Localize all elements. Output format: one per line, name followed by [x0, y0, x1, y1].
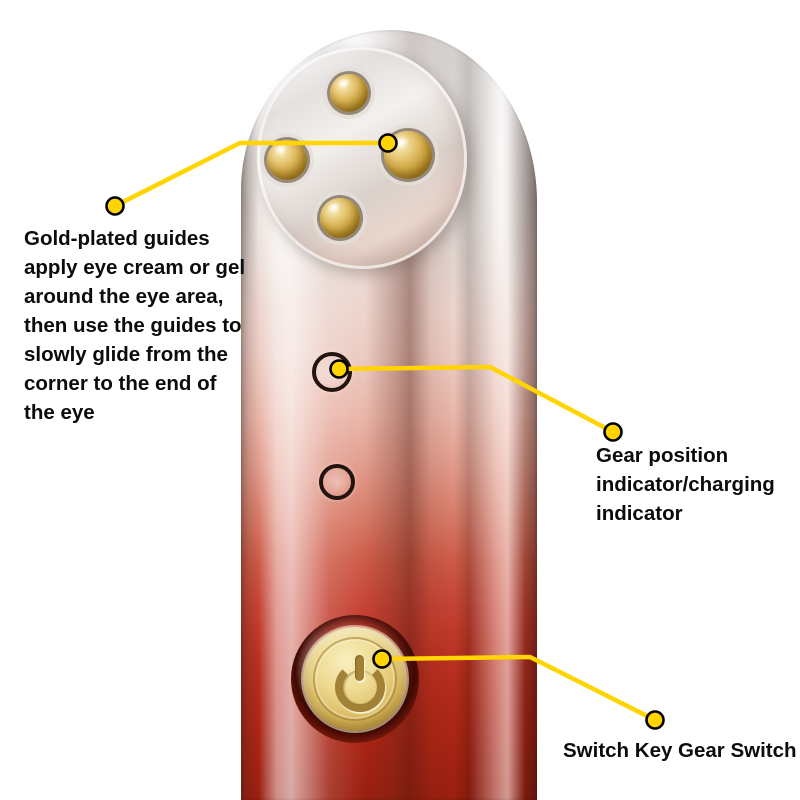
label-line: around the eye area, — [24, 285, 224, 308]
label-line: Gold-plated guides — [24, 227, 210, 250]
gold-guide-ball-right — [384, 131, 432, 179]
gold-guide-ball-bottom — [320, 198, 360, 238]
ball-highlight — [391, 133, 412, 151]
gear-indicator-light-2 — [319, 464, 355, 500]
gold-guide-ball-left — [267, 140, 307, 180]
label-line: the eye — [24, 401, 95, 424]
label-line: apply eye cream or gel — [24, 256, 246, 279]
gear-indicator-light-1 — [312, 352, 352, 392]
power-icon — [355, 655, 364, 681]
label-gear-indicator: Gear position indicator/charging indicat… — [596, 441, 775, 528]
gold-guide-ball-top — [330, 74, 368, 112]
callout-dot — [645, 710, 665, 730]
label-line: Switch Key Gear Switch — [563, 739, 797, 762]
eye-massager-device — [241, 30, 537, 800]
ball-highlight — [325, 200, 343, 215]
label-switch-key: Switch Key Gear Switch — [563, 736, 797, 765]
ball-highlight — [335, 75, 352, 90]
callout-dot — [603, 422, 623, 442]
label-line: indicator — [596, 502, 683, 525]
label-line: indicator/charging — [596, 473, 775, 496]
label-gold-guides: Gold-plated guides apply eye cream or ge… — [24, 224, 245, 427]
label-line: Gear position — [596, 444, 729, 467]
power-icon — [335, 662, 385, 712]
label-line: slowly glide from the — [24, 343, 228, 366]
label-line: corner to the end of — [24, 372, 217, 395]
power-button — [303, 627, 407, 731]
callout-dot — [105, 196, 125, 216]
label-line: then use the guides to — [24, 314, 242, 337]
ball-highlight — [272, 142, 290, 157]
